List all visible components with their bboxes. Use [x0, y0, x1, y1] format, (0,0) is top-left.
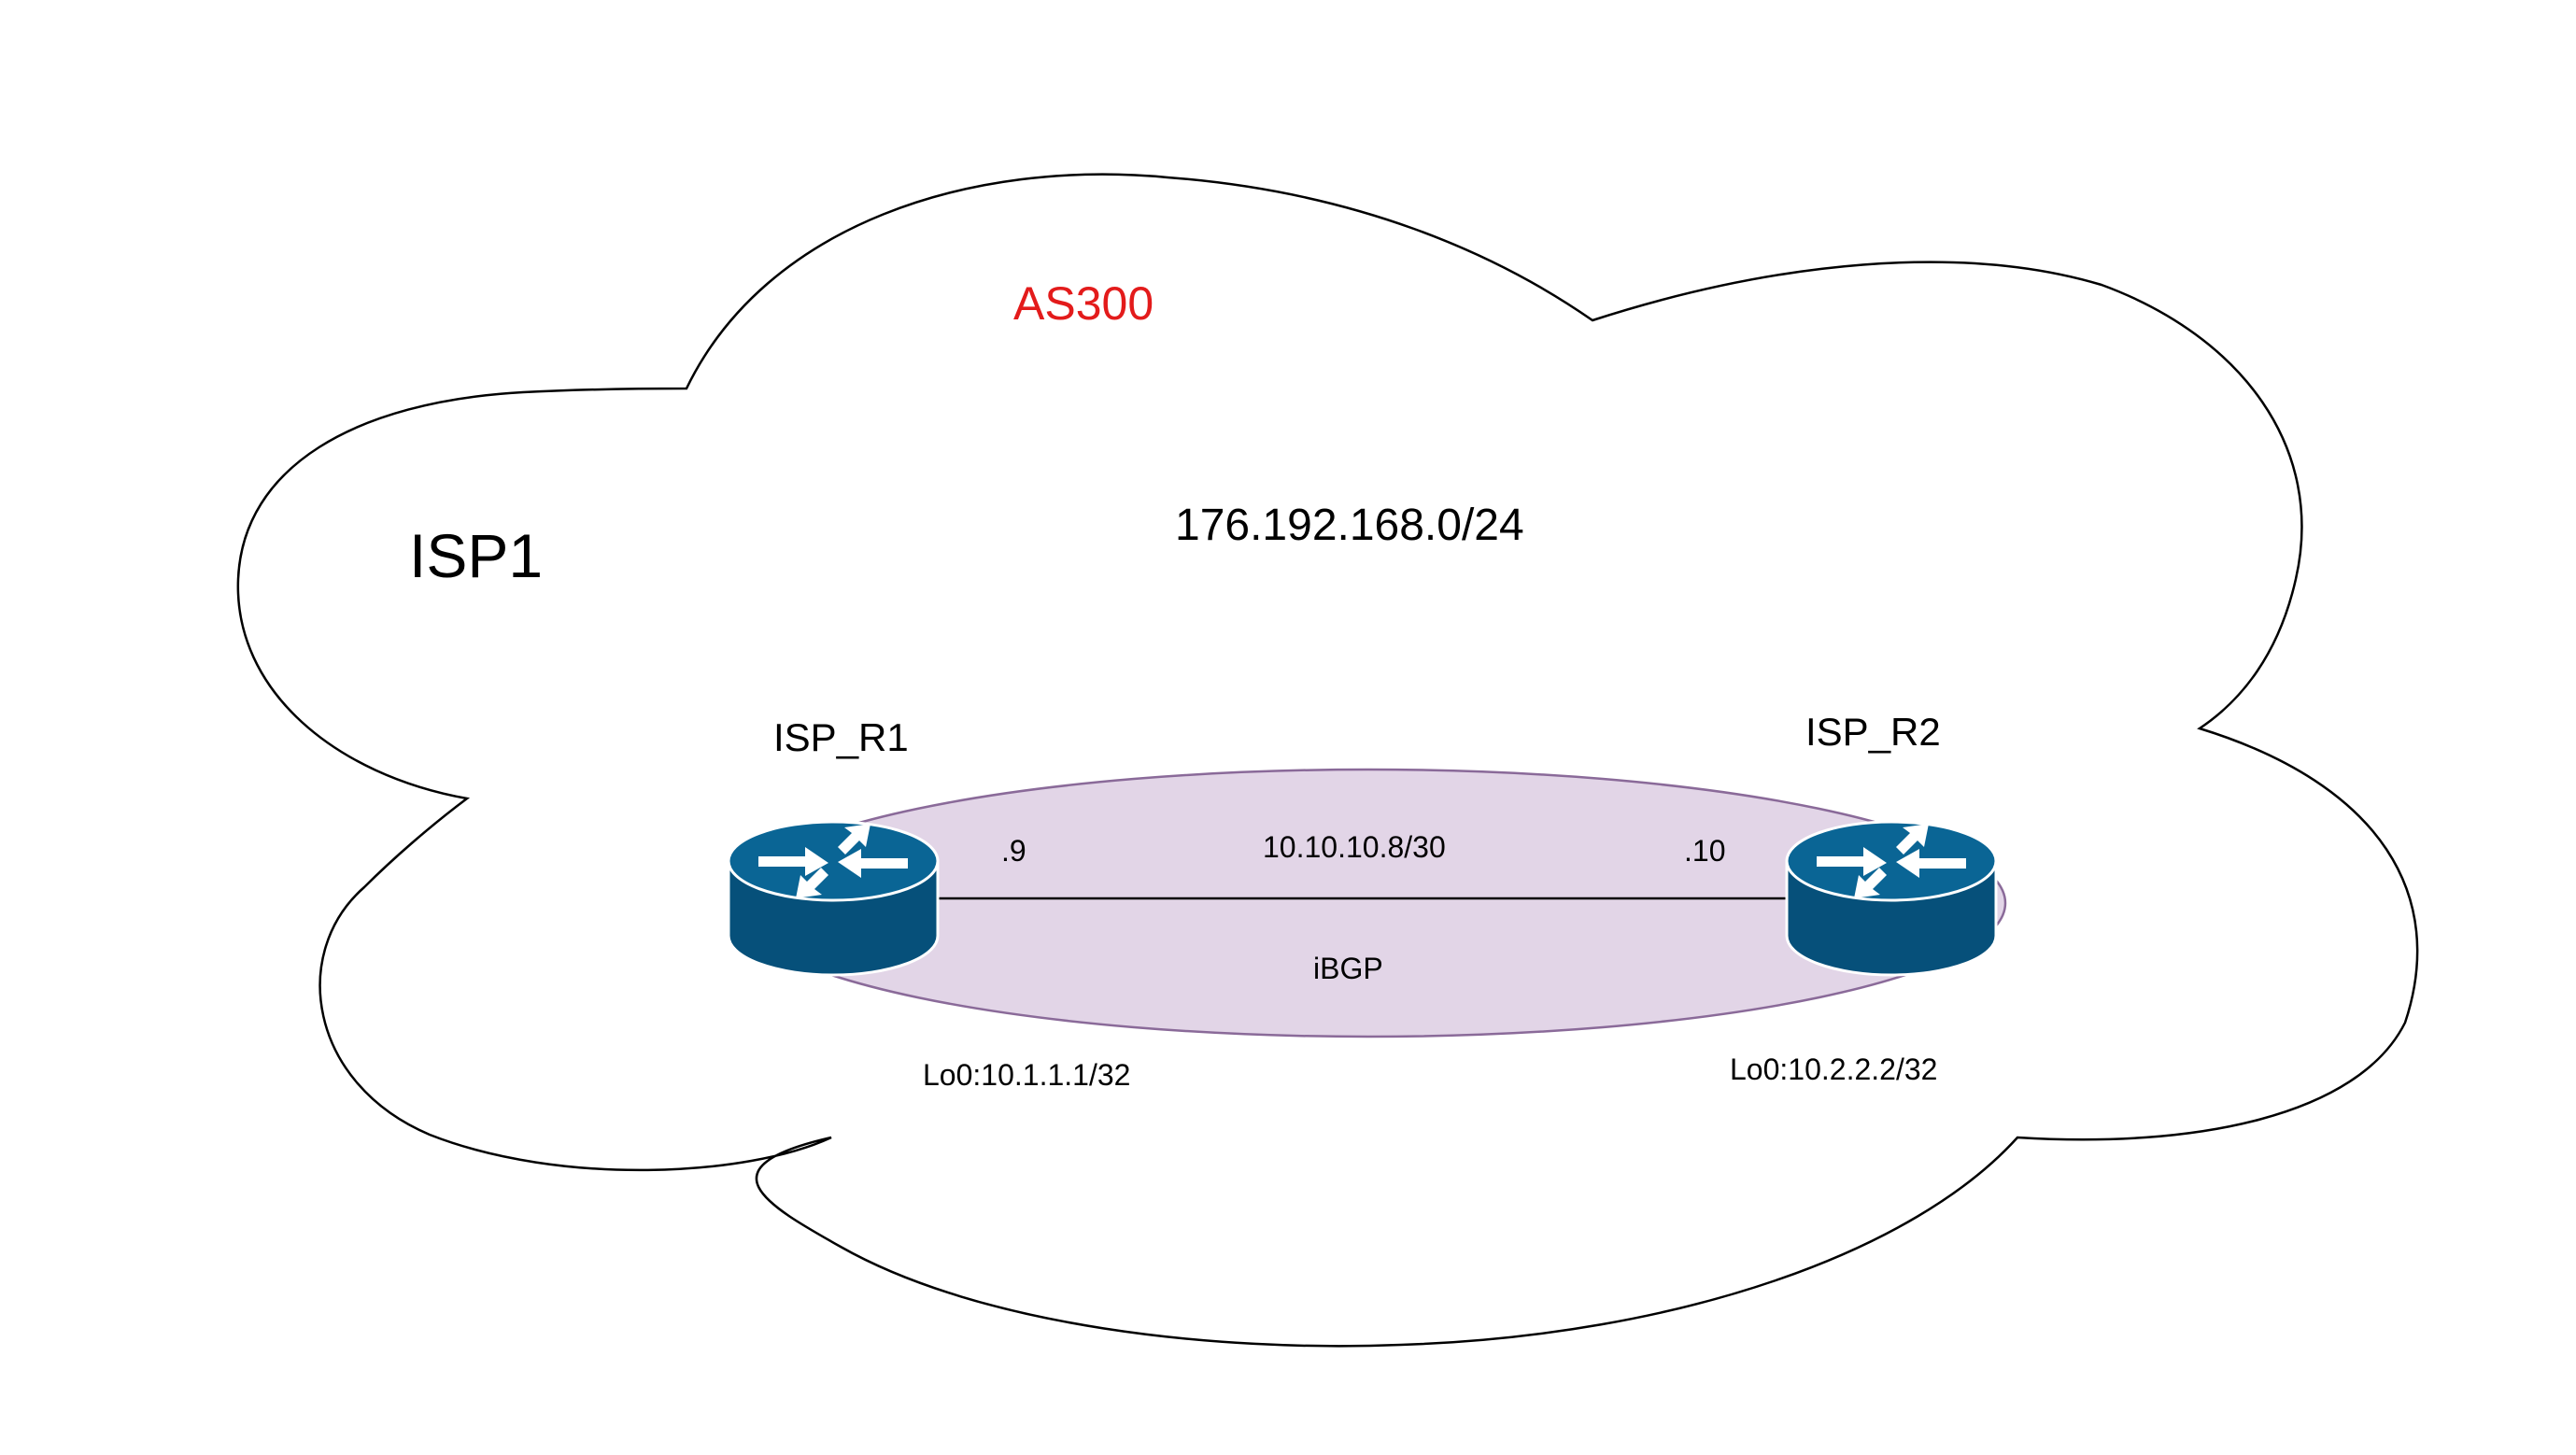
link-ip-r1: .9	[1001, 834, 1026, 868]
loopback-r2: Lo0:10.2.2.2/32	[1730, 1052, 1937, 1086]
link-ip-r2: .10	[1684, 834, 1725, 868]
router-name-r1: ISP_R1	[773, 715, 909, 759]
isp-cloud	[236, 173, 2419, 1348]
cloud-name: ISP1	[409, 521, 543, 590]
as-label: AS300	[1013, 277, 1154, 330]
loopback-r1: Lo0:10.1.1.1/32	[923, 1058, 1130, 1092]
router-icon[interactable]	[1785, 820, 1998, 977]
router-name-r2: ISP_R2	[1805, 710, 1941, 754]
router-icon[interactable]	[727, 820, 940, 977]
link-subnet: 10.10.10.8/30	[1263, 830, 1446, 864]
network-label: 176.192.168.0/24	[1175, 501, 1524, 550]
session-label: iBGP	[1313, 952, 1383, 985]
